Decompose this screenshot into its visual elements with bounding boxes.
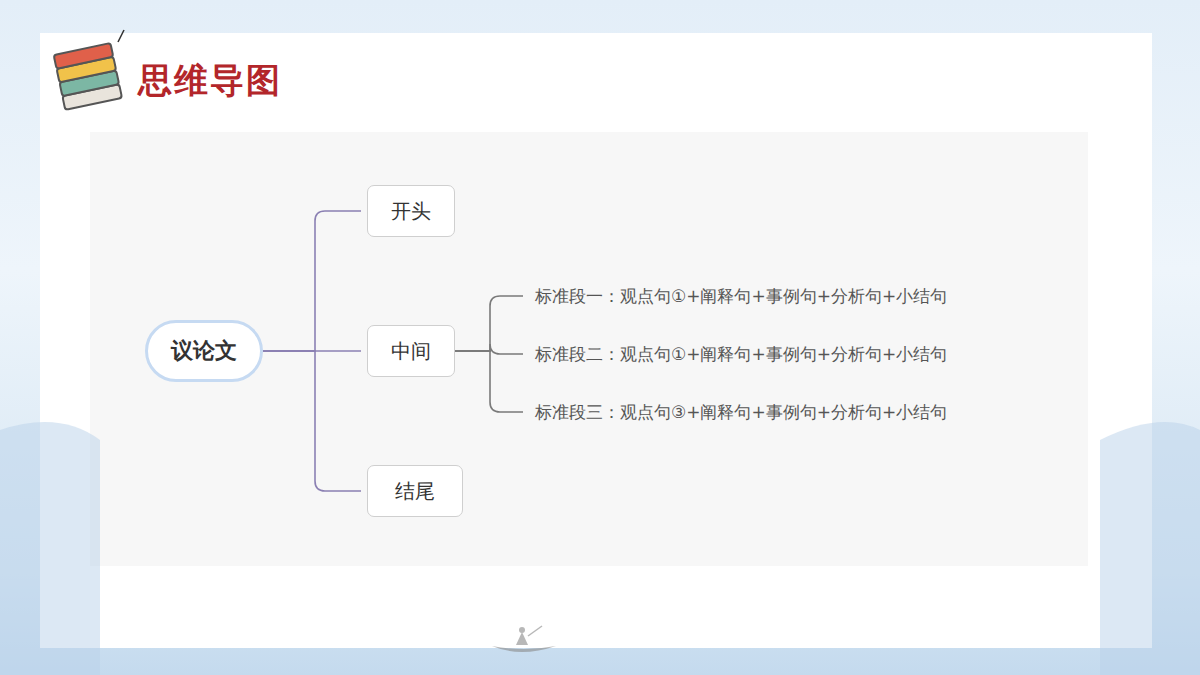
slide-title: 思维导图 xyxy=(138,58,282,104)
connector xyxy=(263,351,361,491)
connector xyxy=(455,296,523,351)
node-text: 标准段一：观点句①+阐释句+事例句+分析句+小结句 xyxy=(535,285,947,308)
connector xyxy=(455,344,523,354)
root-topic: 议论文 xyxy=(145,320,263,382)
tick-mark xyxy=(118,30,124,42)
node-text: 标准段三：观点句③+阐释句+事例句+分析句+小结句 xyxy=(535,401,947,424)
connector xyxy=(455,351,523,412)
boat-figure xyxy=(492,626,556,652)
branch-box: 开头 xyxy=(367,185,455,237)
book-icon xyxy=(54,43,122,110)
connector xyxy=(263,211,361,351)
node-text: 议论文 xyxy=(171,336,237,366)
node-text: 中间 xyxy=(391,338,431,365)
branch-box: 结尾 xyxy=(367,465,463,517)
node-text: 标准段二：观点句①+阐释句+事例句+分析句+小结句 xyxy=(535,343,947,366)
leaf-topic: 标准段三：观点句③+阐释句+事例句+分析句+小结句 xyxy=(529,397,956,427)
mountain-left xyxy=(0,422,100,675)
node-text: 开头 xyxy=(391,198,431,225)
leaf-topic: 标准段一：观点句①+阐释句+事例句+分析句+小结句 xyxy=(529,281,956,311)
node-text: 结尾 xyxy=(395,478,435,505)
mountain-right xyxy=(1100,422,1200,675)
leaf-topic: 标准段二：观点句①+阐释句+事例句+分析句+小结句 xyxy=(529,339,956,369)
branch-box: 中间 xyxy=(367,325,455,377)
